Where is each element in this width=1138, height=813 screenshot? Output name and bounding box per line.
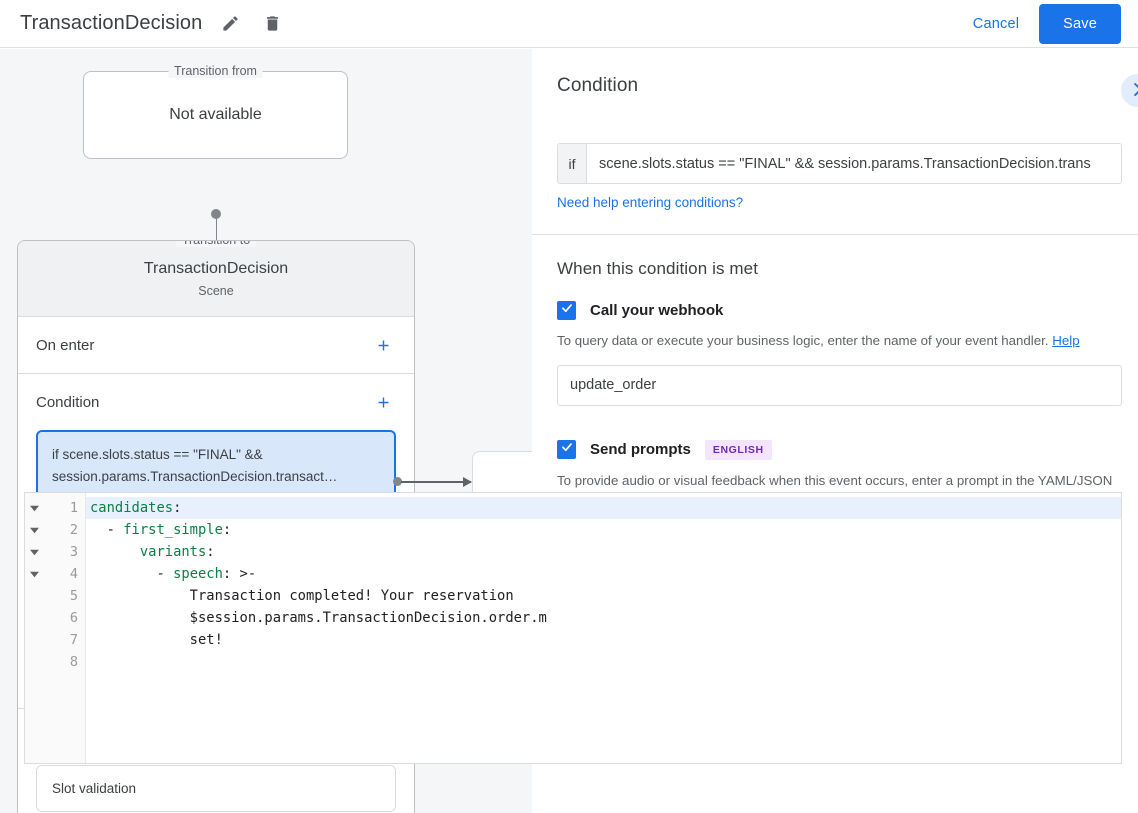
condition-line: session.params.TransactionDecision.trans… [52,469,338,484]
code-token: - [90,566,174,582]
editor-fold-gutter[interactable] [25,493,44,763]
panel-divider [532,234,1138,235]
cancel-button[interactable]: Cancel [961,8,1031,40]
code-token: : [173,500,182,516]
fold-spacer [25,607,44,629]
pencil-icon [221,14,240,33]
trash-icon [263,14,282,33]
editor-code-line[interactable]: Transaction completed! Your reservation [86,585,1121,607]
editor-code-line[interactable]: set! [86,629,1121,651]
webhook-helper-text: To query data or execute your business l… [557,331,1113,351]
yaml-code-editor[interactable]: 1 2 3 4 5 6 7 8 candidates: - first_simple: var… [24,492,1122,764]
send-prompts-checkbox[interactable] [557,440,576,460]
top-bar: TransactionDecision Cancel Save [0,0,1138,48]
checkmark-icon [560,440,574,459]
editor-line-number: 7 [69,632,78,648]
editor-line-number: 5 [69,588,78,604]
section-title-on-enter: On enter [36,336,95,354]
send-prompts-label: Send prompts [590,441,691,459]
when-condition-met-heading: When this condition is met [557,259,759,278]
fold-spacer [25,651,44,673]
plus-icon [375,394,392,411]
code-token: speech [173,566,223,582]
code-token: $session.params.TransactionDecision.orde… [90,610,547,626]
editor-code-area[interactable]: candidates: - first_simple: variants: - … [86,493,1121,763]
transition-from-value: Not available [169,106,262,123]
editor-line-number: 2 [69,522,78,538]
need-help-link[interactable]: Need help entering conditions? [557,195,744,210]
code-token [90,544,140,560]
event-handler-input[interactable] [557,364,1122,406]
checkmark-icon [560,301,574,320]
section-on-enter: On enter [18,317,414,373]
fold-spacer [25,585,44,607]
expand-panel-button[interactable] [1121,74,1138,107]
condition-input-row: if [557,143,1122,184]
slot-validation-item[interactable]: Slot validation [36,765,396,812]
edge-dot [393,477,402,486]
scene-header[interactable]: TransactionDecision Scene [18,241,414,317]
page-title: TransactionDecision [20,12,203,34]
fold-spacer [25,629,44,651]
edge-line [401,481,471,483]
if-prefix-label: if [558,144,587,183]
transition-from-card: Transition from Not available [83,64,348,159]
call-webhook-checkbox[interactable] [557,301,576,320]
code-token: Transaction completed! Your reservation [90,588,514,604]
add-on-enter-button[interactable] [370,332,396,358]
editor-line-number: 6 [69,610,78,626]
editor-line-number-gutter: 1 2 3 4 5 6 7 8 [44,493,86,763]
scene-name: TransactionDecision [143,259,289,277]
call-webhook-row: Call your webhook [557,301,1138,320]
condition-expression-input[interactable] [587,144,1121,183]
fold-toggle-icon[interactable] [25,497,44,519]
editor-code-line[interactable]: - first_simple: [86,519,1121,541]
editor-code-line[interactable]: variants: [86,541,1121,563]
condition-line: if scene.slots.status == "FINAL" && [52,447,263,462]
fold-toggle-icon[interactable] [25,563,44,585]
transition-from-legend: Transition from [168,64,263,78]
edit-name-button[interactable] [216,10,244,38]
call-webhook-label: Call your webhook [590,302,724,319]
code-token: first_simple [123,522,223,538]
editor-code-line[interactable]: $session.params.TransactionDecision.orde… [86,607,1121,629]
code-token: set! [90,632,223,648]
code-token: variants [139,544,207,560]
plus-icon [375,337,392,354]
transition-to-legend: Transition to [175,241,257,247]
code-token: : [222,522,232,538]
code-token: - [90,522,124,538]
code-token: candidates [90,500,174,516]
editor-code-line[interactable] [86,651,1121,673]
section-header-on-enter: On enter [36,317,396,373]
delete-button[interactable] [258,10,286,38]
edge-arrowhead [463,477,472,487]
editor-line-number: 3 [69,544,78,560]
editor-code-line[interactable]: candidates: [86,497,1121,519]
detail-heading: Condition [557,75,639,96]
add-condition-button[interactable] [370,389,396,415]
code-token: : [206,544,215,560]
webhook-helper-sentence: To query data or execute your business l… [557,333,1049,348]
save-button[interactable]: Save [1039,3,1121,44]
section-title-condition: Condition [36,393,100,411]
detail-header: Condition [532,49,1138,119]
send-prompts-row: Send prompts ENGLISH [557,439,1138,460]
editor-line-number: 8 [69,654,78,670]
code-token: : >- [222,566,257,582]
editor-line-number: 4 [69,566,78,582]
editor-line-number: 1 [69,500,78,516]
editor-code-line[interactable]: - speech: >- [86,563,1121,585]
chevron-right-icon [1128,80,1138,102]
webhook-help-link[interactable]: Help [1052,333,1080,348]
divider-on-enter [18,373,414,374]
section-slot-filling: Slot filling Slot validation [18,709,414,812]
scene-type: Scene [198,283,234,298]
fold-toggle-icon[interactable] [25,541,44,563]
fold-toggle-icon[interactable] [25,519,44,541]
section-header-condition: Condition [36,374,396,430]
language-badge: ENGLISH [704,439,772,460]
